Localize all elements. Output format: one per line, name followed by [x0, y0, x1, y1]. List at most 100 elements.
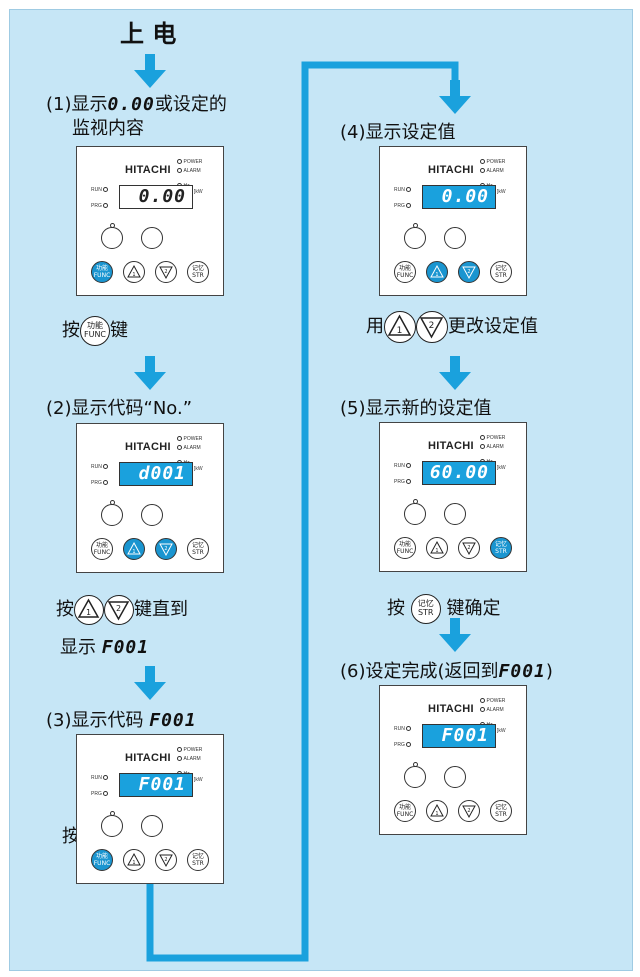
power-on-label: 上 电	[120, 20, 177, 48]
step-1-label: (1)显示0.00或设定的	[46, 94, 227, 115]
down-key[interactable]: 2	[458, 261, 480, 283]
blank-key[interactable]	[141, 815, 163, 837]
up-key[interactable]: 1	[426, 800, 448, 822]
down-key[interactable]: 2	[155, 261, 177, 283]
svg-text:2: 2	[467, 269, 470, 275]
up-key[interactable]: 1	[426, 261, 448, 283]
potentiometer-knob[interactable]	[404, 766, 426, 788]
down-arrow-icon	[439, 356, 471, 390]
svg-text:2: 2	[164, 857, 167, 863]
kw-bracket: ]kW	[497, 465, 506, 471]
down-key[interactable]: 2	[458, 800, 480, 822]
power-indicator: POWER	[177, 436, 202, 443]
prg-indicator: PRG	[394, 479, 413, 486]
up-key[interactable]: 1	[426, 537, 448, 559]
power-indicator: POWER	[480, 435, 505, 442]
run-indicator: RUN	[91, 775, 110, 782]
operator-panel-step-5: HITACHI POWER ALARM Hz V A % ]kW RUN PRG…	[379, 422, 527, 572]
blank-key[interactable]	[444, 503, 466, 525]
svg-text:1: 1	[435, 548, 438, 554]
potentiometer-knob[interactable]	[101, 227, 123, 249]
operator-panel-step-2: HITACHI POWER ALARM Hz V A % ]kW RUN PRG…	[76, 423, 224, 573]
svg-text:1: 1	[86, 608, 91, 617]
potentiometer-knob[interactable]	[101, 815, 123, 837]
svg-text:1: 1	[132, 272, 135, 278]
blank-key[interactable]	[444, 766, 466, 788]
alarm-indicator: ALARM	[480, 707, 504, 714]
svg-text:2: 2	[429, 321, 435, 331]
brand-logo: HITACHI	[125, 164, 171, 176]
up-key[interactable]: 1	[123, 849, 145, 871]
down-arrow-icon	[134, 666, 166, 700]
power-indicator: POWER	[480, 698, 505, 705]
blank-key[interactable]	[444, 227, 466, 249]
power-indicator: POWER	[177, 747, 202, 754]
potentiometer-knob[interactable]	[404, 227, 426, 249]
down-arrow-icon	[439, 80, 471, 114]
run-indicator: RUN	[394, 463, 413, 470]
brand-logo: HITACHI	[428, 440, 474, 452]
brand-logo: HITACHI	[125, 752, 171, 764]
kw-bracket: ]kW	[497, 189, 506, 195]
down-key[interactable]: 2	[155, 538, 177, 560]
up-key-icon: 1	[74, 595, 104, 625]
step-2-label: (2)显示代码“No.”	[46, 398, 193, 419]
blank-key[interactable]	[141, 227, 163, 249]
up-key[interactable]: 1	[123, 538, 145, 560]
potentiometer-knob[interactable]	[404, 503, 426, 525]
lcd-display: 0.00	[119, 185, 193, 209]
blank-key[interactable]	[141, 504, 163, 526]
svg-text:1: 1	[435, 811, 438, 817]
kw-bracket: ]kW	[497, 728, 506, 734]
run-indicator: RUN	[394, 726, 413, 733]
svg-text:2: 2	[164, 546, 167, 552]
brand-logo: HITACHI	[125, 441, 171, 453]
down-key-icon: 2	[416, 311, 448, 343]
step-1-label-line2: 监视内容	[72, 118, 144, 139]
kw-bracket: ]kW	[194, 189, 203, 195]
prg-indicator: PRG	[91, 480, 110, 487]
potentiometer-knob[interactable]	[101, 504, 123, 526]
lcd-display: 60.00	[422, 461, 496, 485]
svg-text:1: 1	[435, 272, 438, 278]
kw-bracket: ]kW	[194, 777, 203, 783]
step-3-label: (3)显示代码 F001	[46, 710, 197, 731]
kw-bracket: ]kW	[194, 466, 203, 472]
down-key[interactable]: 2	[155, 849, 177, 871]
alarm-indicator: ALARM	[177, 445, 201, 452]
svg-text:2: 2	[467, 808, 470, 814]
operator-panel-step-4: HITACHI POWER ALARM Hz V A % ]kW RUN PRG…	[379, 146, 527, 296]
operator-panel-step-3: HITACHI POWER ALARM Hz V A % ]kW RUN PRG…	[76, 734, 224, 884]
up-key[interactable]: 1	[123, 261, 145, 283]
prg-indicator: PRG	[91, 203, 110, 210]
alarm-indicator: ALARM	[177, 756, 201, 763]
lcd-display: 0.00	[422, 185, 496, 209]
step-6-label: (6)设定完成(返回到F001)	[340, 661, 553, 682]
power-indicator: POWER	[177, 159, 202, 166]
prg-indicator: PRG	[394, 203, 413, 210]
down-key-icon: 2	[104, 595, 134, 625]
down-key[interactable]: 2	[458, 537, 480, 559]
operator-panel-step-6: HITACHI POWER ALARM Hz V A % ]kW RUN PRG…	[379, 685, 527, 835]
prg-indicator: PRG	[91, 791, 110, 798]
step-5-label: (5)显示新的设定值	[340, 398, 492, 419]
run-indicator: RUN	[394, 187, 413, 194]
